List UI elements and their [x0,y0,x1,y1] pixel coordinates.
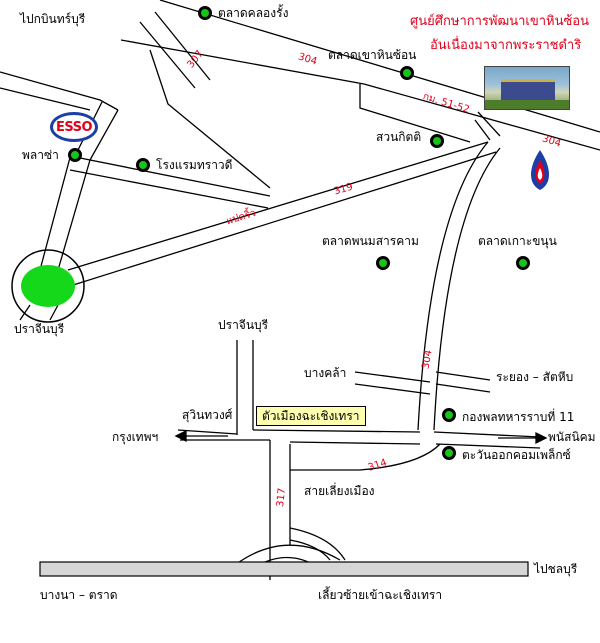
label-bangna-trat: บางนา – ตราด [40,588,118,602]
marker-talat-khlong-rang [198,6,212,20]
label-tawan-ok-complex: ตะวันออกคอมเพล็กซ์ [462,448,571,462]
bangna-trat-highway [39,561,529,577]
road-west-1 [0,71,119,111]
marker-plaza [68,148,82,162]
road-rayong [435,371,491,393]
road-prachinburi [19,304,59,321]
road-label-317: 317 [275,487,289,508]
label-city-box: ตัวเมืองฉะเชิงเทรา [256,406,366,426]
marker-suan-kitti [430,134,444,148]
roundabout [11,249,85,323]
marker-talat-khao-hin-son [400,66,414,80]
road-bang-khla [354,371,431,395]
hwy-304-upper-edge [159,0,600,133]
label-suwinthawong: สุวินทวงศ์ [182,408,233,422]
road-phanat [433,431,541,449]
label-phanat-nikhom: พนัสนิคม [548,430,596,444]
marker-rongraem-tharawadee [136,158,150,172]
roundabout-centre [21,265,75,307]
hwy-319-lower [69,151,497,287]
road-left-vertical [39,149,91,271]
marker-tawan-ok [442,446,456,460]
marker-talat-ko-khanun [516,256,530,270]
road-inner-c [359,84,471,143]
ptt-logo [531,150,549,190]
map-title-line2: อันเนื่องมาจากพระราชดำริ [430,38,582,53]
road-314 [289,443,441,471]
label-pai-kabin-buri: ไปกบินทร์บุรี [20,12,86,26]
label-plaza: พลาซ่า [22,148,59,162]
label-pai-chonburi: ไปชลบุรี [534,562,578,576]
label-sai-liang-mueang: สายเลี่ยงเมือง [304,484,375,498]
road-inner-d [474,111,501,141]
hwy-304-vert-left [417,141,489,431]
khao-hin-son-photo [484,66,570,110]
esso-logo: ESSO [50,112,98,142]
road-prachinburi-mid [236,340,254,435]
road-main-eastwest [252,429,421,445]
label-suan-kitti: สวนกิตติ [376,130,422,144]
label-turn-left: เลี้ยวซ้ายเข้าฉะเชิงเทรา [318,588,443,602]
label-talat-khao-hin-son: ตลาดเขาหินซ้อน [328,48,417,62]
marker-army-camp [442,408,456,422]
road-krungthep [177,429,270,441]
road-inner-b [149,49,271,189]
road-317 [269,440,291,580]
label-prachinburi-mid: ปราจีนบุรี [218,318,269,332]
label-rongraem-tharawadee: โรงแรมทราวดี [156,158,233,172]
label-army-camp: กองพลทหารราบที่ 11 [462,410,575,424]
road-307 [139,11,211,89]
road-west-2 [0,87,91,111]
bangna-ramp-2 [289,527,346,561]
label-talat-ko-khanun: ตลาดเกาะขนุน [478,234,557,248]
hwy-319-upper [67,141,489,271]
label-bang-khla: บางคล้า [304,366,347,380]
hwy-304-lower-edge [120,39,600,151]
label-talat-phanom-sarakham: ตลาดพนมสารคาม [322,234,419,248]
hwy-304-vert-right [433,147,501,431]
label-rayong-sattahip: ระยอง – สัตหีบ [496,370,574,384]
label-talat-khlong-rang: ตลาดคลองรั้ง [218,6,289,20]
marker-talat-phanom-sarakham [376,256,390,270]
road-inner-a [69,155,271,209]
map-title-line1: ศูนย์ศึกษาการพัฒนาเขาหินซ้อน [410,14,590,29]
label-prachinburi-left: ปราจีนบุรี [14,322,65,336]
label-krungthep: กรุงเทพฯ [112,430,159,444]
